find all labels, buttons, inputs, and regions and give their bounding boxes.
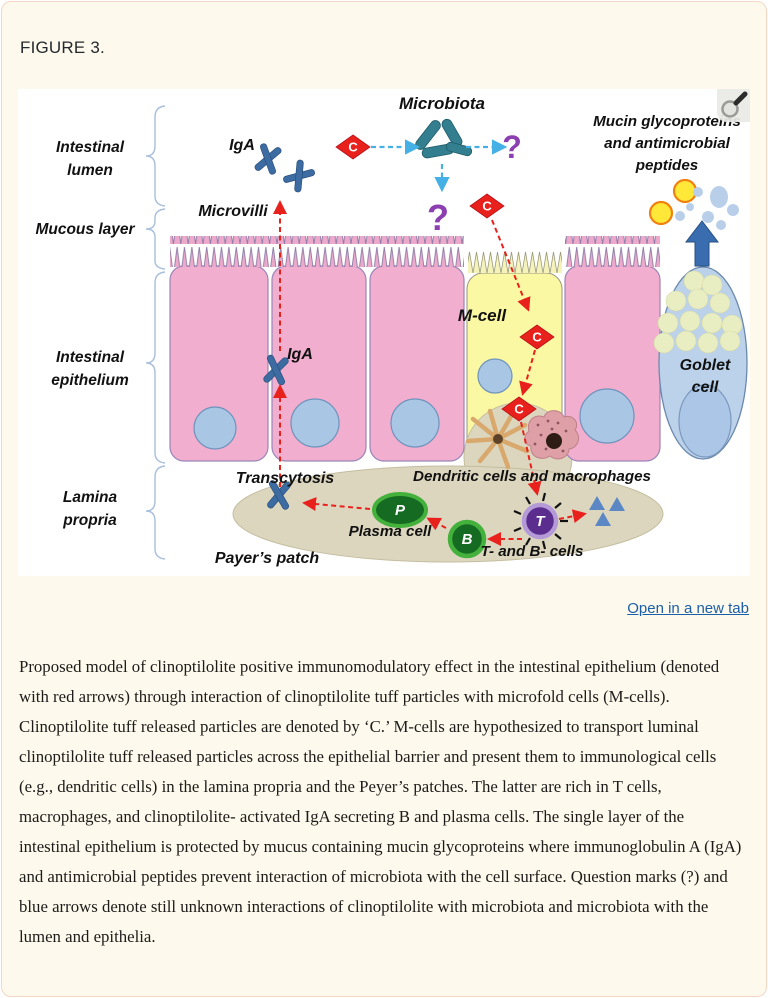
microvilli-fringe <box>170 236 464 267</box>
label-microbiota: Microbiota <box>399 94 485 113</box>
region-labels: Intestinal lumen Mucous layer Intestinal… <box>35 139 135 529</box>
figure-zoom-button[interactable] <box>717 89 750 122</box>
brace-lamina-propria <box>145 465 166 560</box>
label-mucous-layer: Mucous layer <box>35 221 135 238</box>
mucin-secretions <box>648 178 739 267</box>
clinoptilolite-diamond: C <box>469 193 505 219</box>
iga-antibody <box>254 143 282 175</box>
svg-text:C: C <box>532 330 542 345</box>
clinoptilolite-diamond: C <box>501 396 537 422</box>
label-goblet-cell: Goblet <box>680 357 731 374</box>
svg-text:cell: cell <box>692 379 719 396</box>
antimicrobial-peptide-dots <box>675 186 739 230</box>
goblet-nucleus <box>678 384 732 458</box>
diagram-canvas: Intestinal lumen Mucous layer Intestinal… <box>35 94 748 567</box>
question-mark: ? <box>427 197 449 238</box>
label-intestinal-epithelium: Intestinal <box>56 349 125 366</box>
label-transcytosis: Transcytosis <box>236 470 335 487</box>
clinoptilolite-diamond: C <box>519 324 555 350</box>
iga-antibodies <box>254 143 315 510</box>
open-new-tab-link[interactable]: Open in a new tab <box>627 600 749 617</box>
label-intestinal-lumen: Intestinal <box>56 139 125 156</box>
svg-text:T: T <box>535 513 546 530</box>
microvilli-fringe <box>565 236 660 267</box>
b-cell: B <box>447 519 487 559</box>
label-dendritic-macrophages: Dendritic cells and macrophages <box>413 468 651 485</box>
nucleus <box>390 398 440 448</box>
iga-antibody <box>283 159 315 193</box>
question-mark: ? <box>502 129 522 165</box>
svg-text:and antimicrobial: and antimicrobial <box>604 135 731 152</box>
plasma-cell: P <box>372 492 428 528</box>
macrophage-nucleus <box>546 433 562 449</box>
m-cell-microvilli <box>468 250 562 273</box>
label-iga-mid: IgA <box>287 346 313 363</box>
red-arrows <box>273 200 587 546</box>
mucin-glycoprotein-dot <box>672 178 698 204</box>
region-braces <box>145 105 166 560</box>
figure-label: FIGURE 3. <box>20 38 105 57</box>
m-cell-nucleus <box>477 358 513 394</box>
cell-nuclei <box>193 358 635 450</box>
magnifier-icon <box>721 91 748 118</box>
macrophage-cell <box>524 410 580 460</box>
figure-diagram: Intestinal lumen Mucous layer Intestinal… <box>18 89 750 576</box>
dendritic-cell <box>465 408 530 470</box>
svg-text:lumen: lumen <box>67 162 113 179</box>
label-microvilli: Microvilli <box>198 203 268 220</box>
nucleus <box>290 398 340 448</box>
brace-intestinal-lumen <box>145 105 166 207</box>
label-t-b-cells: T- and B- cells <box>481 543 584 560</box>
svg-text:C: C <box>514 402 524 417</box>
nucleus <box>579 388 635 444</box>
peyers-patch-blob <box>232 465 664 563</box>
clinoptilolite-diamond: C <box>335 134 371 160</box>
svg-text:propria: propria <box>62 512 117 529</box>
svg-text:C: C <box>348 140 358 155</box>
mucin-granules <box>653 270 743 354</box>
transcytosis-antibody <box>267 480 291 510</box>
label-iga-top: IgA <box>229 137 255 154</box>
label-lamina-propria: Lamina <box>63 489 118 506</box>
label-m-cell: M-cell <box>458 306 507 325</box>
brace-mucous-layer <box>145 208 166 270</box>
microbiota-icon <box>415 118 473 159</box>
svg-text:epithelium: epithelium <box>51 372 129 389</box>
brace-intestinal-epithelium <box>145 271 166 464</box>
svg-text:B: B <box>462 531 473 548</box>
t-cell: T <box>513 492 568 550</box>
svg-text:C: C <box>482 199 492 214</box>
label-plasma-cell: Plasma cell <box>349 523 433 540</box>
goblet-cell: Goblet cell <box>653 266 748 460</box>
label-payers-patch: Payer’s patch <box>215 550 320 567</box>
link-row: Open in a new tab <box>2 600 766 618</box>
antigen-triangles <box>589 496 625 526</box>
mucin-glycoprotein-dot <box>648 200 674 226</box>
svg-text:Mucin glycoproteins: Mucin glycoproteins <box>593 113 741 130</box>
figure-caption: Proposed model of clinoptilolite positiv… <box>19 657 742 946</box>
clinoptilolite-particles: C C C C <box>335 134 555 422</box>
nucleus <box>193 406 237 450</box>
label-mucin: Mucin glycoproteins and antimicrobial pe… <box>593 113 741 174</box>
svg-text:peptides: peptides <box>635 157 698 174</box>
secretion-up-arrow <box>684 220 720 267</box>
blue-arrows <box>371 139 508 193</box>
svg-text:P: P <box>395 502 406 519</box>
